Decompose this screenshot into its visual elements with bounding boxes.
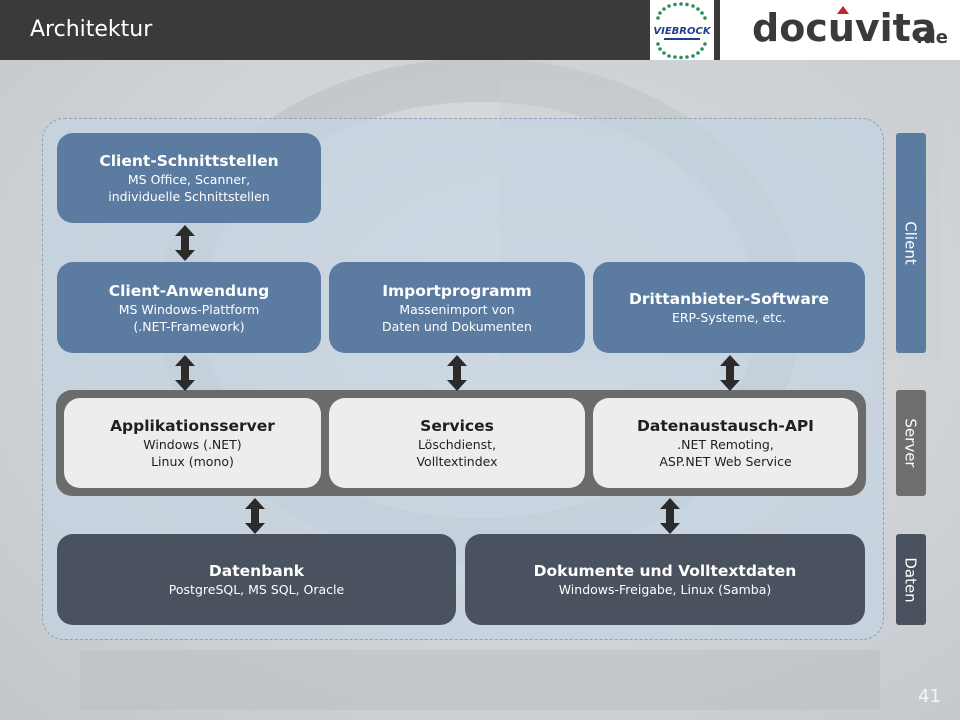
import-program-title: Importprogramm bbox=[382, 281, 532, 300]
layer-tab-data-label: Daten bbox=[902, 556, 921, 603]
client-app-line1: MS Windows-Plattform bbox=[118, 301, 260, 317]
services-box: Services Löschdienst, Volltextindex bbox=[329, 398, 585, 488]
app-server-line1: Windows (.NET) bbox=[143, 437, 242, 452]
data-api-title: Datenaustausch-API bbox=[637, 417, 814, 435]
client-interfaces-box: Client-Schnittstellen MS Office, Scanner… bbox=[57, 133, 321, 223]
double-arrow-icon bbox=[175, 355, 195, 391]
layer-tab-client-label: Client bbox=[902, 221, 920, 265]
client-app-title: Client-Anwendung bbox=[108, 281, 270, 300]
viebrock-logo: VIEBROCK bbox=[650, 0, 714, 60]
page-number: 41 bbox=[918, 686, 941, 707]
data-api-box: Datenaustausch-API .NET Remoting, ASP.NE… bbox=[593, 398, 858, 488]
data-api-line1: .NET Remoting, bbox=[677, 437, 774, 452]
double-arrow-icon bbox=[447, 355, 467, 391]
double-arrow-icon bbox=[175, 225, 195, 261]
documents-box: Dokumente und Volltextdaten Windows-Frei… bbox=[465, 534, 865, 625]
layer-tab-client: Client bbox=[896, 133, 926, 353]
double-arrow-icon bbox=[245, 498, 265, 534]
third-party-box: Drittanbieter-Software ERP-Systeme, etc. bbox=[593, 262, 865, 353]
third-party-line1: ERP-Systeme, etc. bbox=[671, 310, 787, 325]
layer-tab-server-label: Server bbox=[902, 418, 921, 468]
documents-title: Dokumente und Volltextdaten bbox=[533, 562, 797, 580]
client-app-box: Client-Anwendung MS Windows-Plattform (.… bbox=[57, 262, 321, 353]
data-api-line2: ASP.NET Web Service bbox=[659, 454, 792, 469]
services-line2: Volltextindex bbox=[416, 454, 498, 469]
client-app-line2: (.NET-Framework) bbox=[133, 318, 245, 334]
database-line1: PostgreSQL, MS SQL, Oracle bbox=[168, 582, 345, 597]
viebrock-logo-text: VIEBROCK bbox=[653, 26, 711, 37]
documents-line1: Windows-Freigabe, Linux (Samba) bbox=[558, 582, 772, 597]
client-interfaces-line2: individuelle Schnittstellen bbox=[108, 189, 270, 204]
double-arrow-icon bbox=[720, 355, 740, 391]
layer-tab-server: Server bbox=[896, 390, 926, 496]
services-line1: Löschdienst, bbox=[417, 437, 497, 452]
double-arrow-icon bbox=[660, 498, 680, 534]
services-title: Services bbox=[420, 417, 494, 435]
client-interfaces-title: Client-Schnittstellen bbox=[99, 152, 279, 170]
client-interfaces-line1: MS Office, Scanner, bbox=[127, 172, 251, 187]
import-program-line2: Daten und Dokumenten bbox=[382, 318, 532, 334]
logo-accent-icon bbox=[837, 6, 849, 14]
app-server-title: Applikationsserver bbox=[110, 417, 275, 435]
app-server-line2: Linux (mono) bbox=[151, 454, 234, 469]
database-title: Datenbank bbox=[208, 562, 305, 580]
page-title: Architektur bbox=[30, 17, 153, 42]
app-server-box: Applikationsserver Windows (.NET) Linux … bbox=[64, 398, 321, 488]
database-box: Datenbank PostgreSQL, MS SQL, Oracle bbox=[57, 534, 456, 625]
docuvita-logo: docuvita .de bbox=[720, 0, 960, 60]
layer-tab-data: Daten bbox=[896, 534, 926, 625]
import-program-box: Importprogramm Massenimport von Daten un… bbox=[329, 262, 585, 353]
import-program-line1: Massenimport von bbox=[399, 301, 515, 317]
docuvita-logo-domain: .de bbox=[916, 27, 948, 48]
third-party-title: Drittanbieter-Software bbox=[629, 290, 829, 308]
